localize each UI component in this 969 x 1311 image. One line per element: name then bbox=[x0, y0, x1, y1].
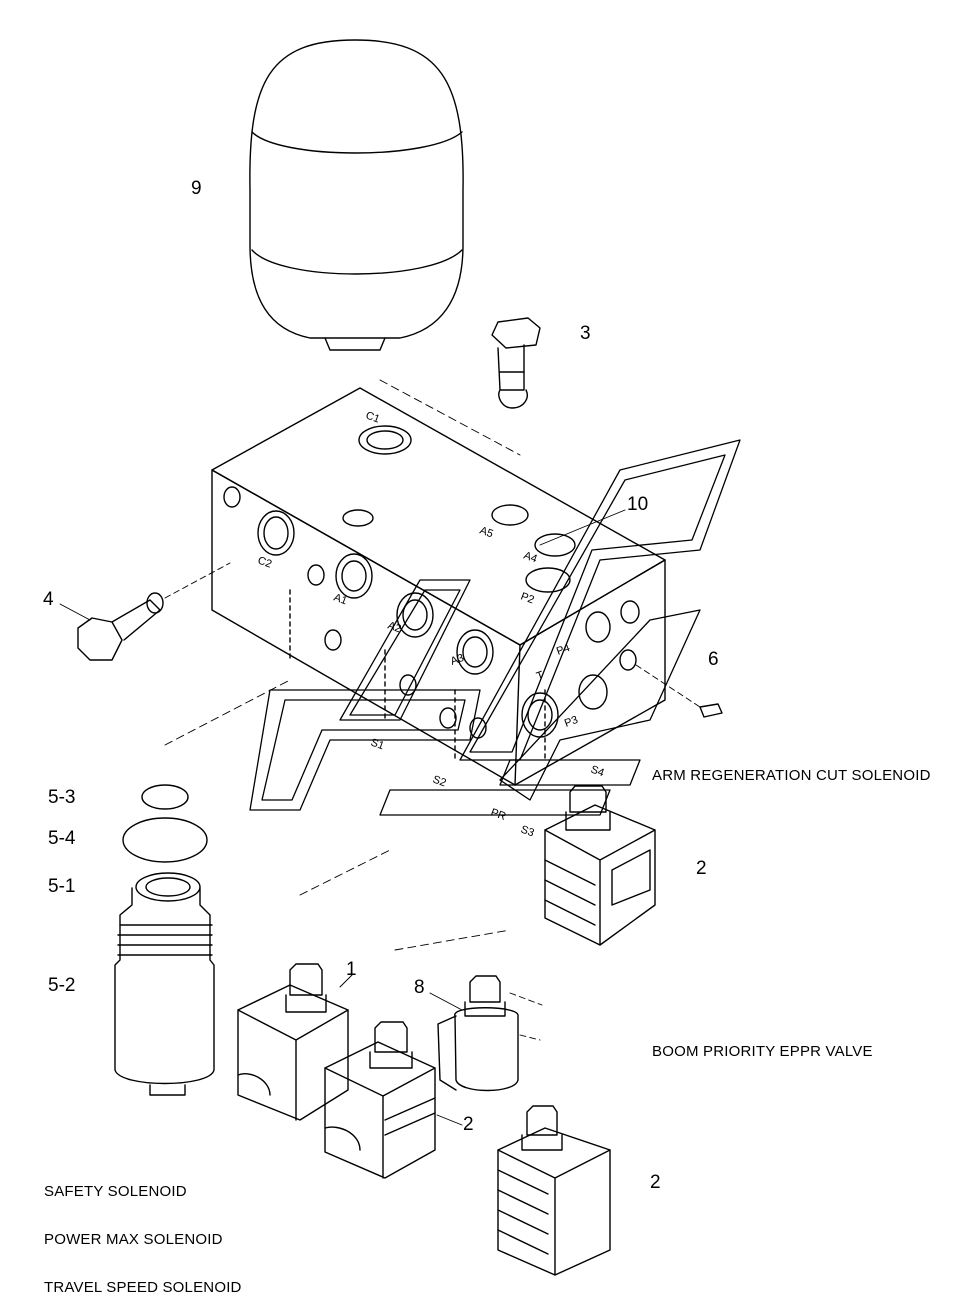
callout-8: 8 bbox=[414, 977, 425, 998]
port-label-pr: PR bbox=[489, 807, 508, 824]
port-label-c2: C2 bbox=[256, 555, 273, 571]
port-label-a1: A1 bbox=[332, 592, 349, 608]
callout-2-right: 2 bbox=[696, 858, 707, 879]
leader-lines bbox=[164, 379, 543, 1126]
port-label-p2: P2 bbox=[519, 591, 536, 607]
caption-arm-regeneration-cut-solenoid: ARM REGENERATION CUT SOLENOID bbox=[652, 767, 931, 784]
port-label-p4: P4 bbox=[555, 642, 572, 658]
plug-part-3 bbox=[491, 317, 541, 409]
caption-boom-priority-eppr-valve: BOOM PRIORITY EPPR VALVE bbox=[652, 1043, 873, 1060]
port-label-a5: A5 bbox=[478, 525, 495, 541]
callout-6: 6 bbox=[708, 649, 719, 670]
port-label-s3: S3 bbox=[519, 824, 536, 840]
callout-5-1: 5-1 bbox=[48, 876, 76, 897]
callout-9: 9 bbox=[191, 178, 202, 199]
valve-block-part-10 bbox=[211, 387, 666, 786]
port-label-s4: S4 bbox=[589, 764, 606, 780]
caption-safety-solenoid: SAFETY SOLENOID bbox=[44, 1183, 187, 1200]
callout-2-middle: 2 bbox=[463, 1114, 474, 1135]
callout-4: 4 bbox=[43, 589, 54, 610]
callout-5-3: 5-3 bbox=[48, 787, 76, 808]
callout-5-4: 5-4 bbox=[48, 828, 76, 849]
port-label-c1: C1 bbox=[364, 410, 381, 426]
caption-power-max-solenoid: POWER MAX SOLENOID bbox=[44, 1231, 223, 1248]
port-label-s1: S1 bbox=[369, 737, 386, 753]
port-label-p3: P3 bbox=[563, 714, 580, 730]
port-labels: C1 C2 A1 A2 A3 A4 A5 P2 P3 P4 T S1 S2 S3… bbox=[256, 410, 606, 840]
port-label-a2: A2 bbox=[386, 620, 403, 636]
callout-10: 10 bbox=[627, 494, 649, 515]
callout-1: 1 bbox=[346, 959, 357, 980]
solenoid-part-2-right bbox=[544, 785, 656, 946]
plug-part-6 bbox=[635, 664, 723, 718]
port-label-a3: A3 bbox=[449, 652, 466, 668]
watermark-logo bbox=[249, 439, 741, 816]
callout-3: 3 bbox=[580, 323, 591, 344]
o-rings-part-5-3-5-4 bbox=[122, 784, 208, 863]
cartridge-part-5 bbox=[114, 872, 215, 1096]
eppr-valve-part-8 bbox=[437, 975, 519, 1092]
solenoid-part-2-middle bbox=[324, 1021, 436, 1179]
port-label-t: T bbox=[535, 669, 546, 683]
accumulator-part-9 bbox=[249, 39, 464, 351]
solenoid-part-2-bottom bbox=[497, 1105, 611, 1276]
solenoid-part-1 bbox=[237, 963, 349, 1121]
port-label-a4: A4 bbox=[522, 550, 539, 566]
plug-part-4 bbox=[59, 562, 231, 661]
port-label-s2: S2 bbox=[431, 774, 448, 790]
caption-travel-speed-solenoid: TRAVEL SPEED SOLENOID bbox=[44, 1279, 242, 1296]
callout-2-bottom: 2 bbox=[650, 1172, 661, 1193]
callout-5-2: 5-2 bbox=[48, 975, 76, 996]
